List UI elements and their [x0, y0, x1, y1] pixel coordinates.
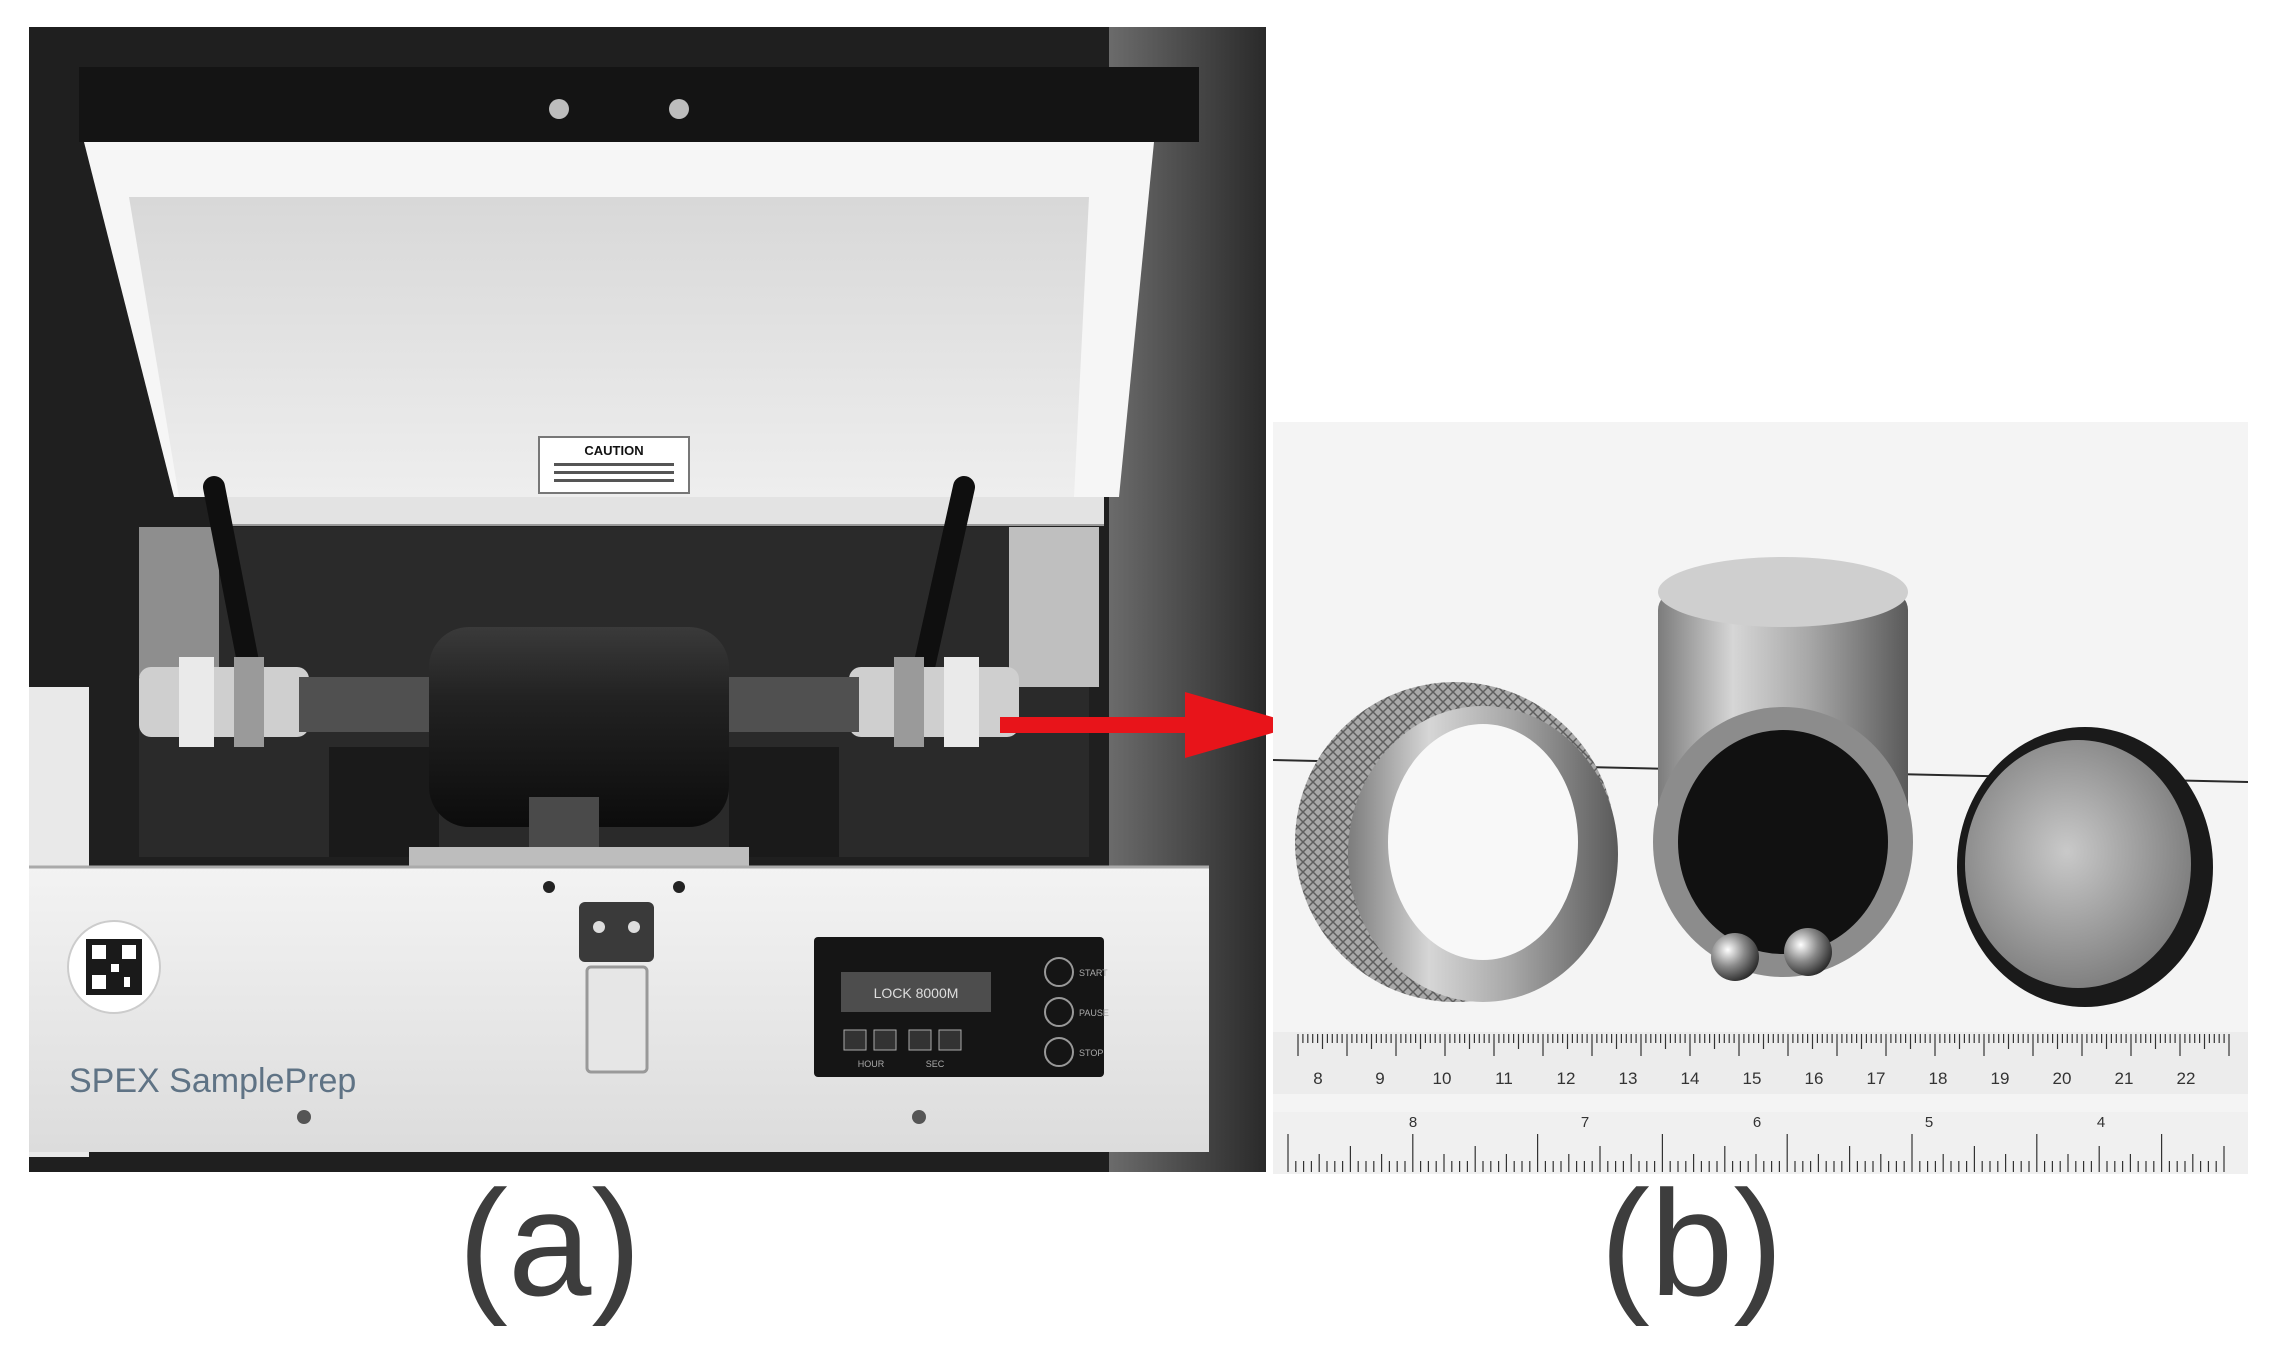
ruler-top-number: 9	[1375, 1069, 1384, 1088]
button-label-pause: PAUSE	[1079, 1008, 1109, 1018]
ruler-top-number: 20	[2053, 1069, 2072, 1088]
ruler-top-ticks	[1297, 1034, 2230, 1056]
ruler-bottom-labels: 876543	[1409, 1114, 2105, 1131]
panel-a-caption: (a)	[458, 1159, 642, 1327]
ruler-top-number: 22	[2177, 1069, 2196, 1088]
ruler-bottom-number: 4	[2097, 1114, 2105, 1131]
ruler-top-number: 19	[1991, 1069, 2010, 1088]
ruler-top-labels: 8 9 10 11 12 13 14 15 16 17 18 19 20 21 22	[1313, 1069, 2195, 1088]
caution-label: CAUTION	[584, 443, 643, 458]
ruler-top-number: 14	[1681, 1069, 1700, 1088]
ruler-top-number: 13	[1619, 1069, 1638, 1088]
ruler-bottom-number: 5	[1925, 1114, 1933, 1131]
ruler-bottom-ticks	[1287, 1134, 2225, 1172]
ruler-top-number: 16	[1805, 1069, 1824, 1088]
brand-text: SPEX SamplePrep	[69, 1062, 356, 1100]
ruler-top-number: 12	[1557, 1069, 1576, 1088]
ruler-top-number: 17	[1867, 1069, 1886, 1088]
key-label-hour: HOUR	[858, 1059, 885, 1069]
ruler-top-number: 21	[2115, 1069, 2134, 1088]
ruler-top-number: 18	[1929, 1069, 1948, 1088]
ruler-top-number: 15	[1743, 1069, 1762, 1088]
mixer-mill-photo: CAUTION	[29, 27, 1266, 1172]
lcd-display-text: LOCK 8000M	[874, 985, 959, 1001]
button-label-start: START	[1079, 968, 1108, 978]
key-label-sec: SEC	[926, 1059, 945, 1069]
button-label-stop: STOP	[1079, 1048, 1103, 1058]
ruler-bottom-number: 7	[1581, 1114, 1589, 1131]
ruler-bottom-number: 6	[1753, 1114, 1761, 1131]
ruler-bottom-number: 8	[1409, 1114, 1417, 1131]
ruler-top-number: 11	[1495, 1069, 1513, 1088]
panel-b-caption: (b)	[1600, 1159, 1784, 1327]
ruler-top-number: 8	[1313, 1069, 1322, 1088]
ruler-top-number: 10	[1433, 1069, 1452, 1088]
red-arrow-icon	[1000, 692, 1300, 758]
